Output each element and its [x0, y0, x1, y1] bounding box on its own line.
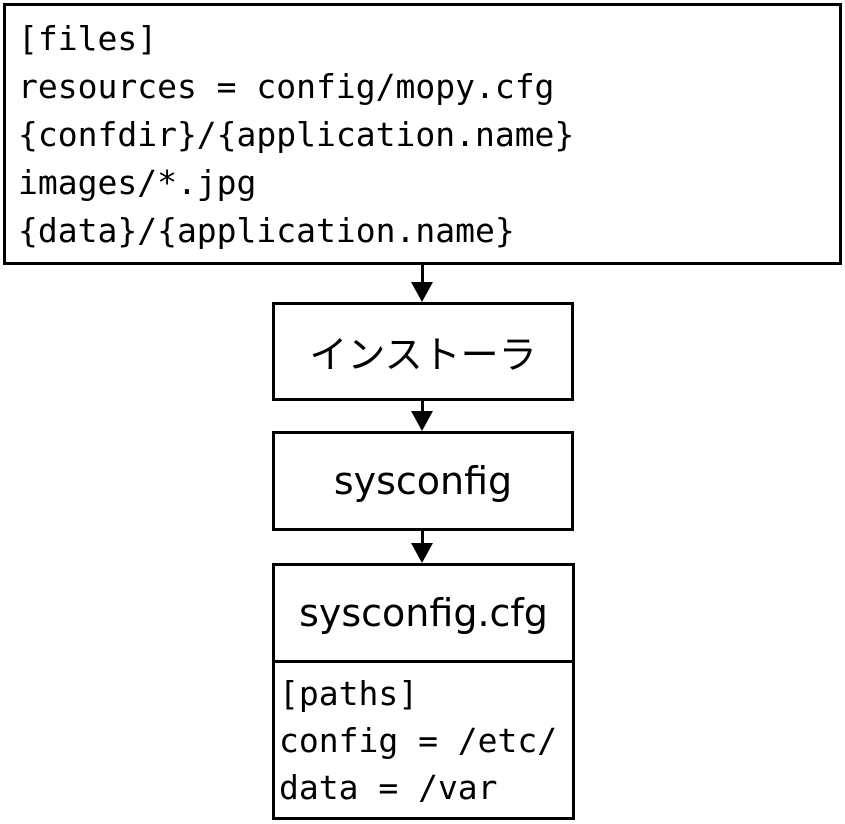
code-line-data: {data}/{application.name} [18, 211, 515, 250]
arrow-head [411, 543, 433, 563]
code-line-confdir: {confdir}/{application.name} [18, 115, 575, 154]
code-line-config: config = /etc/ [279, 721, 558, 760]
arrow-down-icon [409, 264, 435, 302]
arrow-down-icon [409, 531, 435, 563]
sysconfig-box: sysconfig [272, 431, 574, 531]
arrow-down-icon [409, 401, 435, 431]
arrow-stem [420, 264, 424, 282]
arrow-head [411, 411, 433, 431]
arrow-head [411, 282, 433, 302]
sysconfig-cfg-content: [paths] config = /etc/ data = /var [275, 663, 572, 817]
sysconfig-cfg-box: sysconfig.cfg [paths] config = /etc/ dat… [272, 563, 575, 820]
code-line-images: images/*.jpg [18, 163, 257, 202]
sysconfig-label: sysconfig [333, 459, 513, 503]
arrow-stem [420, 531, 424, 543]
installer-box: インストーラ [272, 302, 574, 401]
code-line-data-var: data = /var [279, 768, 498, 807]
files-config-box: [files] resources = config/mopy.cfg {con… [3, 3, 842, 265]
code-line-paths-header: [paths] [279, 674, 419, 713]
code-line-resources: resources = config/mopy.cfg [18, 67, 555, 106]
sysconfig-cfg-title: sysconfig.cfg [275, 566, 572, 663]
code-line-files-header: [files] [18, 19, 158, 58]
installer-label: インストーラ [309, 333, 537, 377]
arrow-stem [420, 401, 424, 411]
sysconfig-cfg-title-label: sysconfig.cfg [299, 591, 548, 635]
